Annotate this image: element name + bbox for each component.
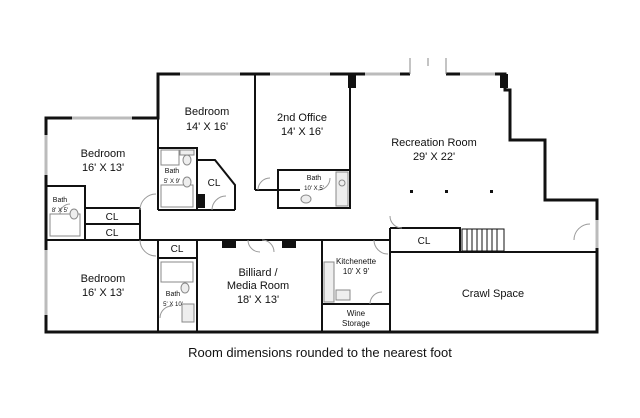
billiard-name-line1: Billiard / xyxy=(238,267,278,279)
kitchenette-name: Kitchenette xyxy=(336,257,377,266)
stairs xyxy=(461,228,505,252)
closet-right: CL xyxy=(418,236,431,247)
billiard-dims: 18' X 13' xyxy=(237,294,279,306)
floor-plan: Bedroom 16' X 13' Bedroom 14' X 16' 2nd … xyxy=(44,58,599,334)
recreation-room-dims: 29' X 22' xyxy=(413,151,455,163)
second-office-dims: 14' X 16' xyxy=(281,126,323,138)
dimensions-caption: Room dimensions rounded to the nearest f… xyxy=(188,345,452,360)
doors xyxy=(59,177,591,319)
top-entry-gap xyxy=(410,71,446,77)
windows xyxy=(44,72,599,315)
bedroom-top-left-name: Bedroom xyxy=(81,148,126,160)
bedroom-bottom-left-name: Bedroom xyxy=(81,273,126,285)
bath-upper-name: Bath xyxy=(165,168,180,175)
crawl-space-name: Crawl Space xyxy=(462,288,524,300)
closet-left-2: CL xyxy=(106,228,119,239)
bedroom-bottom-left-dims: 16' X 13' xyxy=(82,287,124,299)
wine-storage-line1: Wine xyxy=(347,309,366,318)
bath-office-name: Bath xyxy=(307,175,322,182)
bedroom-upper-dims: 14' X 16' xyxy=(186,121,228,133)
bath-lower-dims: 5' X 10' xyxy=(163,302,183,308)
top-entry-frame xyxy=(409,58,447,74)
outer-walls xyxy=(44,72,599,334)
posts xyxy=(197,74,508,248)
bath-left-dims: 8' X 5' xyxy=(52,208,68,214)
closet-upper: CL xyxy=(208,178,221,189)
bath-upper-dims: 5' X 9' xyxy=(164,179,180,185)
bedroom-top-left-dims: 16' X 13' xyxy=(82,162,124,174)
second-office-name: 2nd Office xyxy=(277,112,327,124)
bath-left-name: Bath xyxy=(53,197,68,204)
wine-storage-line2: Storage xyxy=(342,319,371,328)
closet-left-1: CL xyxy=(106,212,119,223)
fixtures xyxy=(49,149,351,323)
kitchenette-dims: 10' X 9' xyxy=(343,267,370,276)
recreation-room-name: Recreation Room xyxy=(391,137,477,149)
bath-office-dims: 10' X 5' xyxy=(304,186,324,192)
closet-center: CL xyxy=(171,244,184,255)
bath-lower-name: Bath xyxy=(166,291,181,298)
billiard-name-line2: Media Room xyxy=(227,280,289,292)
bedroom-upper-name: Bedroom xyxy=(185,106,230,118)
